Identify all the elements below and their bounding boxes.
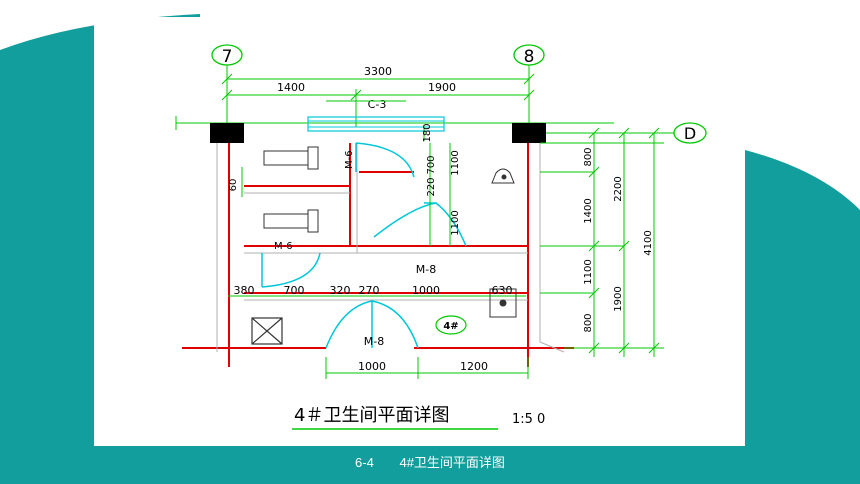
washbasin-upper	[491, 168, 515, 184]
toilet-lower	[263, 209, 319, 233]
dim-inner-700: 700	[426, 155, 437, 174]
room-tag-bubble	[435, 315, 467, 335]
column-right	[512, 123, 546, 143]
dim-inner-1100-b: 1100	[450, 210, 461, 235]
floor-drain-box	[251, 317, 283, 345]
interior-walls	[182, 143, 574, 367]
axis-7-bubble: 7	[211, 44, 243, 67]
dim-right-800-top: 800	[583, 147, 594, 166]
wall-outlines	[216, 143, 565, 353]
teal-right-swoosh	[745, 150, 860, 484]
dim-inner-60: 60	[228, 179, 239, 192]
dim-right-width: 1900	[428, 81, 456, 94]
door-label-m8-bottom: M-8	[364, 335, 384, 348]
door-m6-top-swing	[355, 142, 415, 178]
axis-8-label: 8	[524, 47, 535, 67]
room-tag: 4#	[443, 321, 458, 332]
axis-leaders	[226, 65, 674, 134]
door-label-m6: M-6	[274, 241, 293, 252]
dim-right-1400: 1400	[583, 198, 594, 223]
dim-mid-320: 320	[330, 284, 351, 297]
window-c3	[307, 116, 445, 132]
dim-inner-220: 220	[426, 177, 437, 196]
dim-mid-1000: 1000	[412, 284, 440, 297]
right-dimensions	[540, 127, 664, 357]
dim-overall-width: 3300	[364, 65, 392, 78]
dim-bottom-1000: 1000	[358, 360, 386, 373]
door-label-m6-vertical: M-6	[344, 150, 355, 169]
axis-d-bubble: D	[673, 122, 707, 144]
dim-left-width: 1400	[277, 81, 305, 94]
drawing-panel: 7 8 D 3300 1400 1900 C-3	[94, 17, 745, 446]
dim-right-800-bottom: 800	[583, 313, 594, 332]
axis-7-label: 7	[222, 47, 233, 67]
caption-text: 4#卫生间平面详图	[399, 455, 505, 470]
drawing-scale: 1:5 0	[512, 412, 545, 427]
caption-number: 6-4	[355, 455, 374, 470]
window-label: C-3	[368, 98, 387, 111]
dim-right-4100: 4100	[643, 230, 654, 255]
dim-inner-1100-a: 1100	[450, 150, 461, 175]
dim-mid-700: 700	[284, 284, 305, 297]
dim-mid-630: 630	[492, 284, 513, 297]
column-left	[210, 123, 244, 143]
washbasin-lower	[489, 288, 517, 318]
figure-caption: 6-4 4#卫生间平面详图	[0, 452, 860, 471]
drawing-title: 4＃卫生间平面详图	[294, 405, 449, 426]
dim-right-1900: 1900	[613, 286, 624, 311]
door-label-m8-middle: M-8	[416, 263, 436, 276]
dim-mid-270: 270	[359, 284, 380, 297]
bottom-dimensions	[325, 357, 529, 379]
dim-mid-380: 380	[234, 284, 255, 297]
dim-bottom-1200: 1200	[460, 360, 488, 373]
axis-d-label: D	[684, 124, 696, 143]
dim-right-1100: 1100	[583, 259, 594, 284]
teal-bottom-band	[0, 440, 860, 484]
floor-plan: 7 8 D 3300 1400 1900 C-3	[175, 44, 707, 430]
top-dimensions	[221, 73, 535, 127]
doors	[261, 142, 467, 349]
dim-inner-180: 180	[422, 123, 433, 142]
toilet-upper	[263, 146, 319, 170]
dim-right-2200: 2200	[613, 176, 624, 201]
axis-8-bubble: 8	[513, 44, 545, 67]
inner-vertical-dims	[241, 125, 451, 246]
door-m6-lower-swing	[261, 252, 321, 288]
